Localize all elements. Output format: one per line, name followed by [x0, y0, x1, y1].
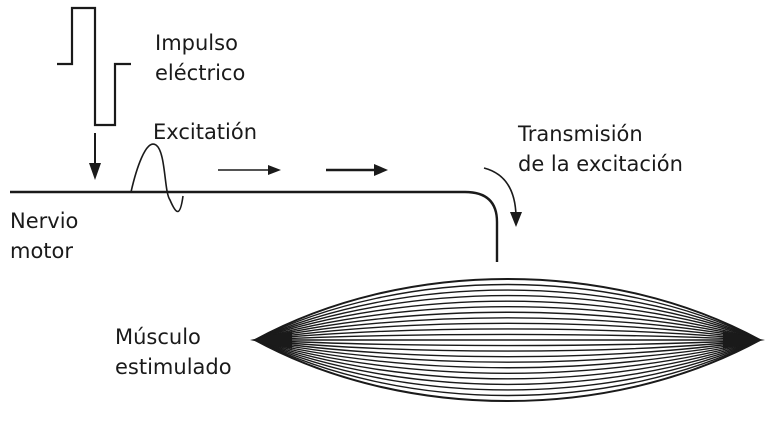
muscle-label-line2: estimulado: [115, 355, 232, 379]
transmission-label-line1: Transmisión: [518, 122, 643, 146]
electric-impulse-waveform: [57, 6, 131, 127]
muscle-fiber: [254, 339, 761, 352]
muscle-fiber: [254, 294, 761, 341]
muscle-tendon-right: [723, 331, 765, 349]
transmission-arrow-curve: [483, 167, 517, 217]
nerve-label: Nervio motor: [10, 206, 78, 266]
muscle-fiber: [254, 339, 761, 369]
muscle-fiber: [254, 322, 761, 341]
muscle-fiber: [254, 339, 761, 380]
propagation-arrow-1-head: [268, 165, 281, 175]
muscle-fiber: [254, 311, 761, 341]
stimulated-muscle: [254, 277, 761, 403]
excitation-label-text: Excitatión: [153, 120, 258, 144]
excitation-label: Excitatión: [153, 117, 257, 147]
muscle-fiber: [254, 289, 761, 341]
muscle-fiber: [254, 300, 761, 341]
nerve-label-line2: motor: [10, 239, 74, 263]
muscle-fiber: [254, 339, 761, 358]
muscle-fiber: [254, 339, 761, 403]
impulse-down-arrow-head: [89, 163, 101, 180]
impulse-label: Impulso eléctrico: [155, 28, 245, 88]
muscle-fiber: [254, 339, 761, 363]
muscle-tendon-left: [250, 331, 292, 349]
excitation-wave: [130, 143, 184, 213]
nerve-label-line1: Nervio: [10, 209, 79, 233]
motor-nerve-fiber: [10, 190, 499, 262]
muscle-fiber: [254, 339, 761, 347]
muscle-fiber: [254, 339, 761, 391]
transmission-label: Transmisión de la excitación: [518, 119, 683, 179]
muscle-fiber: [254, 277, 761, 341]
muscle-fiber: [254, 339, 761, 386]
transmission-arrow-head: [510, 212, 522, 227]
impulse-label-line1: Impulso: [155, 31, 238, 55]
transmission-label-line2: de la excitación: [518, 152, 683, 176]
muscle-label: Músculo estimulado: [115, 322, 232, 382]
propagation-arrow-2-head: [374, 164, 388, 176]
impulse-label-line2: eléctrico: [155, 61, 246, 85]
muscle-fiber: [254, 306, 761, 341]
muscle-label-line1: Músculo: [115, 325, 201, 349]
muscle-fiber: [254, 328, 761, 341]
muscle-fiber: [254, 339, 761, 397]
muscle-fiber: [254, 317, 761, 341]
muscle-fiber: [254, 283, 761, 341]
muscle-fiber: [254, 333, 761, 341]
muscle-fiber: [254, 339, 761, 374]
